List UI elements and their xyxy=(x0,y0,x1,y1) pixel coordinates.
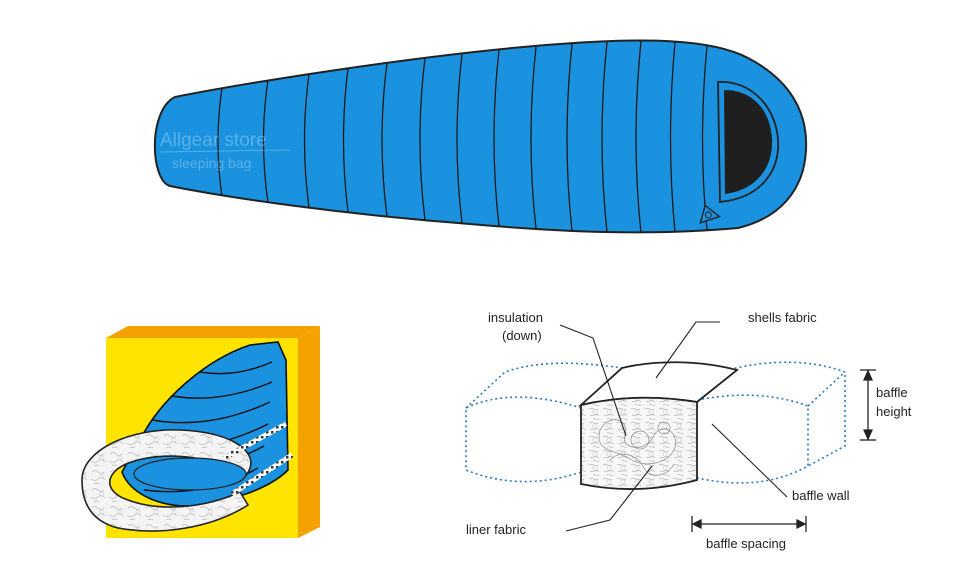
baffle-spacing-marker xyxy=(691,516,807,532)
sleeping-bag-top-view: Allgear store sleeping bag xyxy=(153,39,808,234)
watermark-title: Allgear store xyxy=(160,130,267,151)
hood-opening xyxy=(724,90,773,194)
inner-cavity xyxy=(133,457,247,491)
bag-shell xyxy=(153,39,808,234)
neighbor-baffles xyxy=(465,361,846,484)
box-back-top xyxy=(106,326,320,338)
label-shells-fabric: shells fabric xyxy=(748,310,817,325)
bag-cross-section xyxy=(81,326,320,538)
zipper-strip-lower xyxy=(230,452,294,497)
label-liner-fabric: liner fabric xyxy=(466,522,526,537)
label-insulation: insulation xyxy=(488,310,543,325)
center-baffle-front xyxy=(580,396,698,490)
baffle-construction-diagram: insulation (down) shells fabric baffle h… xyxy=(465,310,912,551)
label-baffle-height-sub: height xyxy=(876,404,912,419)
box-side xyxy=(298,326,320,538)
baffle-height-marker xyxy=(860,369,876,441)
down-cluster-scribble xyxy=(598,419,676,476)
label-baffle-height: baffle xyxy=(876,385,908,400)
down-fill-texture-icon xyxy=(81,429,252,532)
mountain-badge-icon xyxy=(699,204,721,224)
label-baffle-spacing: baffle spacing xyxy=(706,536,786,551)
zipper-strip xyxy=(222,421,288,461)
label-insulation-sub: (down) xyxy=(502,328,542,343)
leader-lines xyxy=(559,321,788,532)
hood-rim xyxy=(717,81,779,203)
label-baffle-wall: baffle wall xyxy=(792,488,850,503)
watermark-subtitle: sleeping bag xyxy=(172,155,251,171)
